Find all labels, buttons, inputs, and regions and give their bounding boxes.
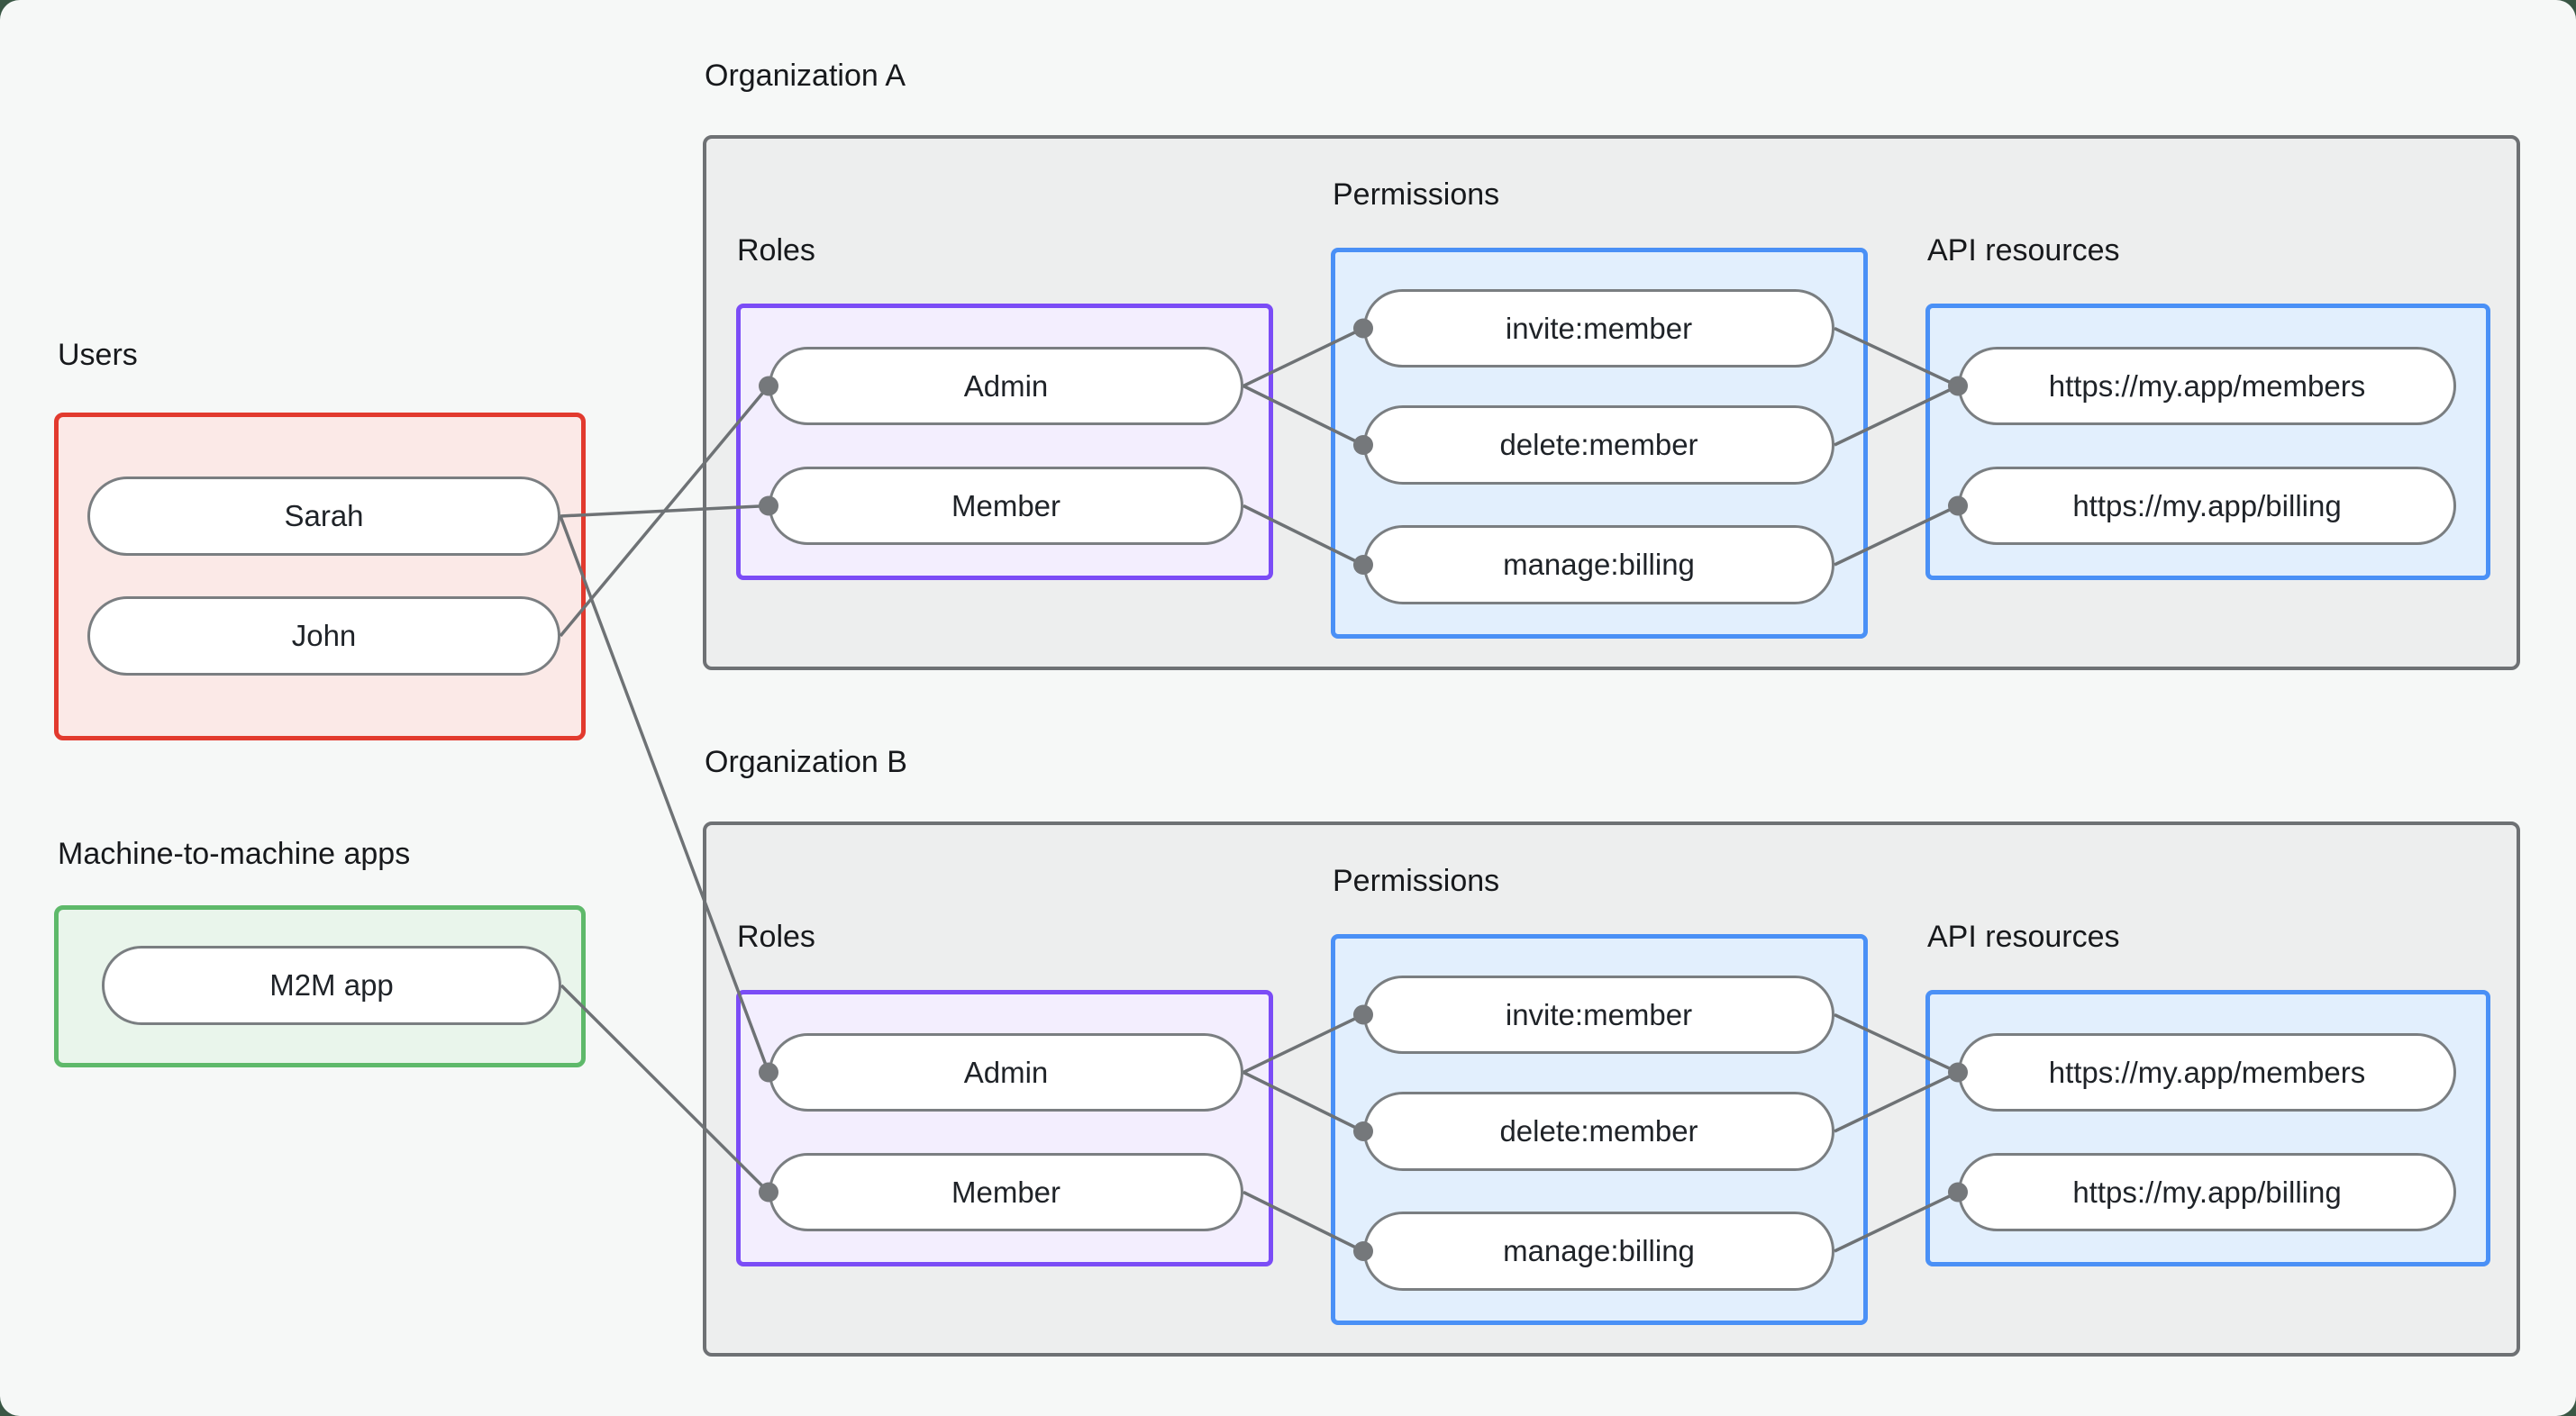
node-org-a-api-members: https://my.app/members — [1958, 347, 2456, 425]
node-m2m-app: M2M app — [102, 946, 561, 1025]
node-label: Sarah — [284, 499, 364, 532]
node-label: John — [291, 619, 357, 652]
node-label: Admin — [963, 1055, 1049, 1089]
org-a-title: Organization A — [705, 59, 906, 93]
node-label: manage:billing — [1503, 1234, 1695, 1267]
node-label: https://my.app/members — [2048, 1055, 2366, 1089]
node-org-b-role-admin: Admin — [769, 1033, 1243, 1112]
node-org-b-api-members: https://my.app/members — [1958, 1033, 2456, 1112]
org-b-title: Organization B — [705, 745, 907, 779]
node-label: manage:billing — [1503, 548, 1695, 581]
node-org-a-role-admin: Admin — [769, 347, 1243, 425]
users-group-box — [54, 413, 586, 740]
node-label: https://my.app/billing — [2072, 1175, 2342, 1209]
node-org-a-perm-invite-member: invite:member — [1363, 289, 1834, 368]
org-a-api-resources-label: API resources — [1927, 233, 2120, 268]
node-org-a-api-billing: https://my.app/billing — [1958, 467, 2456, 545]
node-label: https://my.app/billing — [2072, 488, 2342, 522]
node-org-a-perm-manage-billing: manage:billing — [1363, 525, 1834, 604]
node-label: delete:member — [1499, 1114, 1698, 1148]
node-org-b-perm-delete-member: delete:member — [1363, 1092, 1834, 1171]
node-org-b-perm-invite-member: invite:member — [1363, 976, 1834, 1054]
node-org-b-perm-manage-billing: manage:billing — [1363, 1212, 1834, 1291]
node-org-b-api-billing: https://my.app/billing — [1958, 1153, 2456, 1231]
m2m-group-label: Machine-to-machine apps — [58, 837, 411, 871]
org-a-roles-label: Roles — [737, 233, 815, 268]
org-b-permissions-label: Permissions — [1333, 864, 1500, 898]
node-label: delete:member — [1499, 428, 1698, 461]
node-label: M2M app — [269, 968, 394, 1002]
org-a-permissions-label: Permissions — [1333, 177, 1500, 212]
node-user-sarah: Sarah — [87, 477, 560, 556]
node-org-b-role-member: Member — [769, 1153, 1243, 1231]
node-label: invite:member — [1505, 997, 1693, 1031]
node-org-a-role-member: Member — [769, 467, 1243, 545]
node-label: Member — [951, 1175, 1061, 1209]
node-user-john: John — [87, 596, 560, 676]
node-label: invite:member — [1505, 311, 1693, 345]
node-label: Member — [951, 488, 1061, 522]
org-b-roles-label: Roles — [737, 920, 815, 954]
users-group-label: Users — [58, 338, 138, 372]
org-b-api-resources-label: API resources — [1927, 920, 2120, 954]
node-label: Admin — [963, 368, 1049, 403]
node-label: https://my.app/members — [2048, 368, 2366, 403]
node-org-a-perm-delete-member: delete:member — [1363, 405, 1834, 485]
